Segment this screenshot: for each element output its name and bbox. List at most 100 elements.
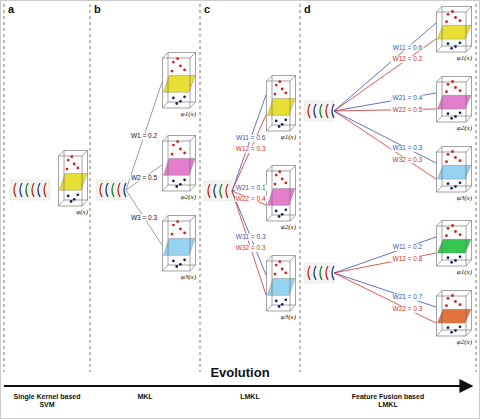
input-image [304,263,334,283]
cube-drawing [266,75,296,141]
kernel-space: φ(x) [58,150,88,216]
weight-label: W22 = 0.4 [235,195,267,202]
feature-space-cube [437,7,472,53]
cube-drawing [436,220,472,276]
weight-line [334,111,436,163]
panel-letter: d [304,4,311,15]
weight-label: W11 = 0.6 [392,44,423,51]
cube-drawing [436,146,472,202]
panel-letter: a [8,4,14,15]
kernel-label: φ3(x) [457,195,472,202]
weight-label: W21 = 0.4 [392,95,424,102]
panel-letter: b [94,4,101,15]
kernel-label: φ1(x) [281,134,296,141]
stage-label: LMKL [205,393,295,401]
weight-label: W22 = 0.5 [392,106,424,113]
input-image [10,180,50,200]
cube-drawing [266,255,296,321]
weight-line [232,95,266,191]
weight-line [232,115,266,191]
kernel-label: φ2(x) [281,224,296,231]
kernel-space: φ1(x) [162,52,196,118]
kernel-label: φ2(x) [457,339,472,346]
stage-label: MKL [100,393,190,401]
weight-label: W22 = 0.3 [392,306,424,313]
weight-line [334,111,436,179]
weight-label: W3 = 0.3 [130,214,158,221]
cube-drawing [162,135,196,201]
cube-drawing [58,150,88,216]
weight-label: W32 = 0.3 [235,245,267,252]
feature-space-cube [267,76,296,132]
weight-line [232,191,266,295]
kernel-space: φ3(x) [266,255,296,321]
weight-label: W31 = 0.3 [235,234,267,241]
kernel-label: φ1(x) [181,111,196,118]
feature-space-cube [59,151,88,207]
kernel-label: φ2(x) [457,125,472,132]
kernel-label: φ2(x) [181,194,196,201]
cube-drawing [436,76,472,132]
input-image [304,101,334,121]
cube-drawing [436,290,472,346]
feature-space-cube [267,256,296,312]
weight-label: W12 = 0.2 [392,56,424,63]
cube-drawing [162,215,196,281]
axis-title: Evolution [210,366,269,379]
weight-line [334,237,436,273]
kernel-space: φ1(x) [266,75,296,141]
kernel-space: φ3(x) [162,215,196,281]
weight-line [232,185,266,191]
feature-space-cube [163,136,196,192]
kernel-space: φ2(x) [436,290,472,346]
panel-letter: c [204,4,210,15]
kernel-label: φ1(x) [457,269,472,276]
kernel-space: φ2(x) [162,135,196,201]
kernel-space: φ2(x) [266,165,296,231]
weight-label: W32 = 0.3 [392,157,424,164]
weight-label: W21 = 0.1 [235,184,267,191]
input-image [204,181,232,201]
kernel-label: φ1(x) [457,55,472,62]
panel-dividers [4,4,476,372]
weight-line [334,39,436,111]
stage-label: Feature Fusion based LMKL [348,393,428,410]
weight-label: W31 = 0.3 [392,145,424,152]
kernel-space: φ2(x) [436,76,472,132]
weight-label: W2 = 0.5 [130,174,158,181]
stage-label: Single Kernel based SVM [8,393,86,410]
kernel-space: φ3(x) [436,146,472,202]
weight-label: W12 = 0.8 [392,255,424,262]
kernel-space: φ1(x) [436,220,472,276]
input-image [96,180,126,200]
weight-lines [126,23,436,323]
weight-line [232,191,266,275]
weight-line [126,165,162,190]
feature-space-cube [163,53,196,109]
weight-line [126,82,162,190]
cube-drawing [436,6,472,62]
weight-line [334,273,436,307]
weight-label: W11 = 0.2 [392,244,423,251]
feature-space-cube [437,221,472,267]
input-images [10,101,334,283]
weight-label: W21 = 0.7 [392,294,424,301]
weight-label: W12 = 0.3 [235,146,267,153]
feature-space-cube [437,77,472,123]
feature-space-cube [267,166,296,222]
weight-label: W1 = 0.2 [130,133,158,140]
feature-space-cube [437,147,472,193]
weight-line [334,23,436,111]
feature-space-cube [163,216,196,272]
weight-line [126,190,162,245]
cube-drawing [162,52,196,118]
weight-label: W11 = 0.6 [235,135,266,142]
kernel-space: φ1(x) [436,6,472,62]
cube-drawing [266,165,296,231]
kernel-label: φ(x) [76,209,88,216]
weight-line [334,273,436,323]
kernel-label: φ3(x) [281,314,296,321]
feature-space-cube [437,291,472,337]
